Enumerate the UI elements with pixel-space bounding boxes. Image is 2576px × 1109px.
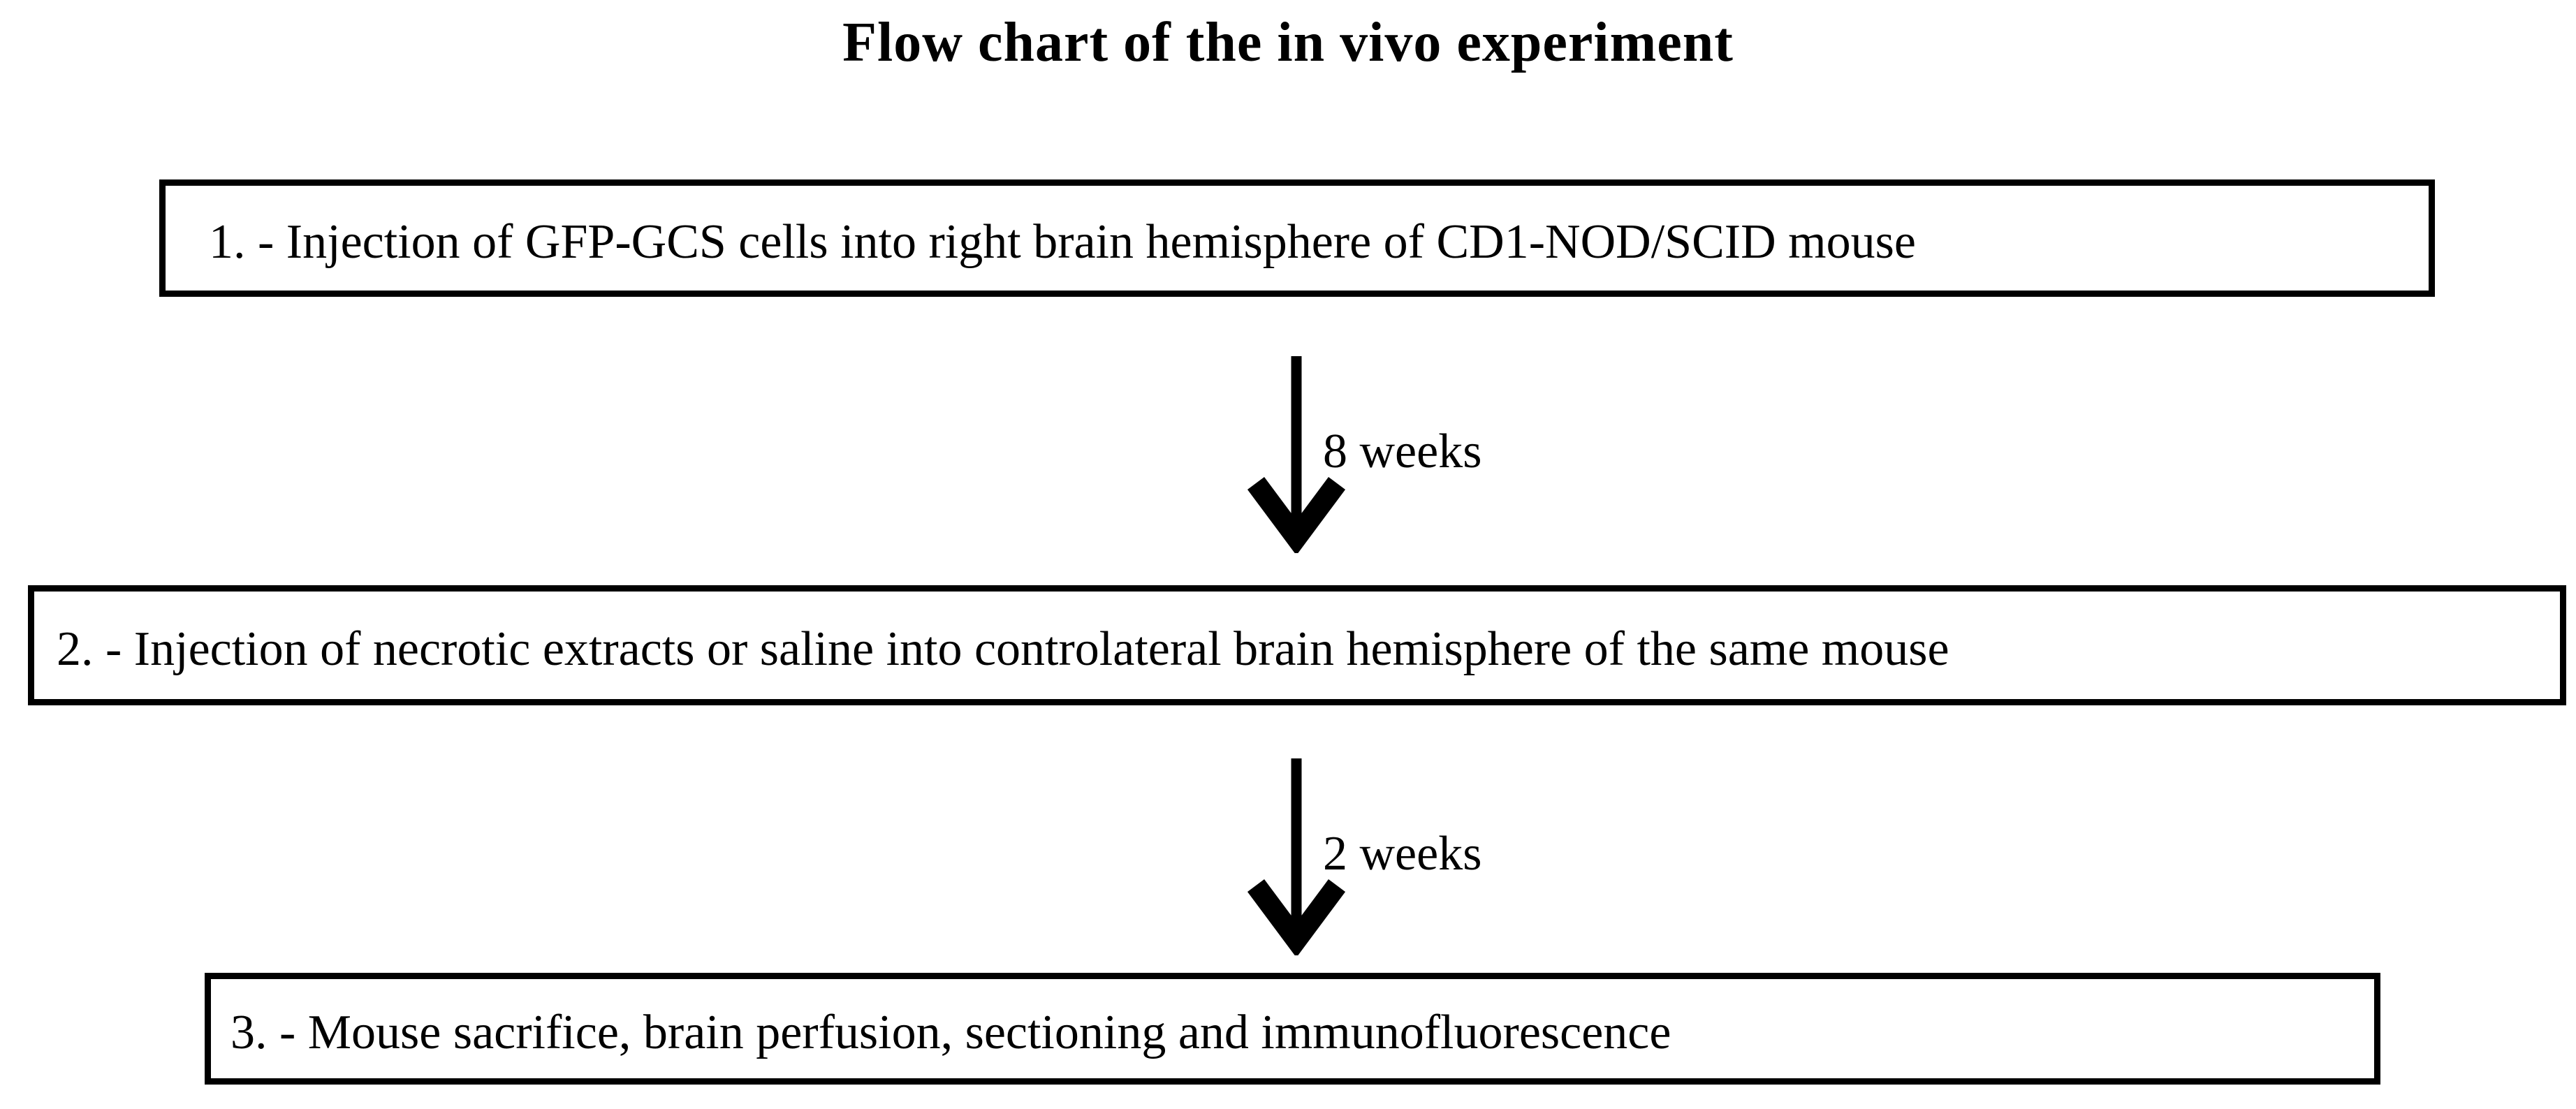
step-3-text: 3. - Mouse sacrifice, brain perfusion, s… [230,1006,1671,1059]
figure-title: Flow chart of the in vivo experiment [842,12,1734,73]
step-2-text: 2. - Injection of necrotic extracts or s… [57,622,1949,676]
interval-label-8-weeks: 8 weeks [1323,425,1482,478]
arrow-down-icon [1247,356,1346,553]
step-box-3: 3. - Mouse sacrifice, brain perfusion, s… [205,973,2380,1085]
step-box-2: 2. - Injection of necrotic extracts or s… [28,585,2566,705]
interval-label-2-weeks: 2 weeks [1323,827,1482,881]
step-1-text: 1. - Injection of GFP-GCS cells into rig… [209,215,1916,269]
arrow-down-icon [1247,758,1346,955]
step-box-1: 1. - Injection of GFP-GCS cells into rig… [159,179,2435,297]
